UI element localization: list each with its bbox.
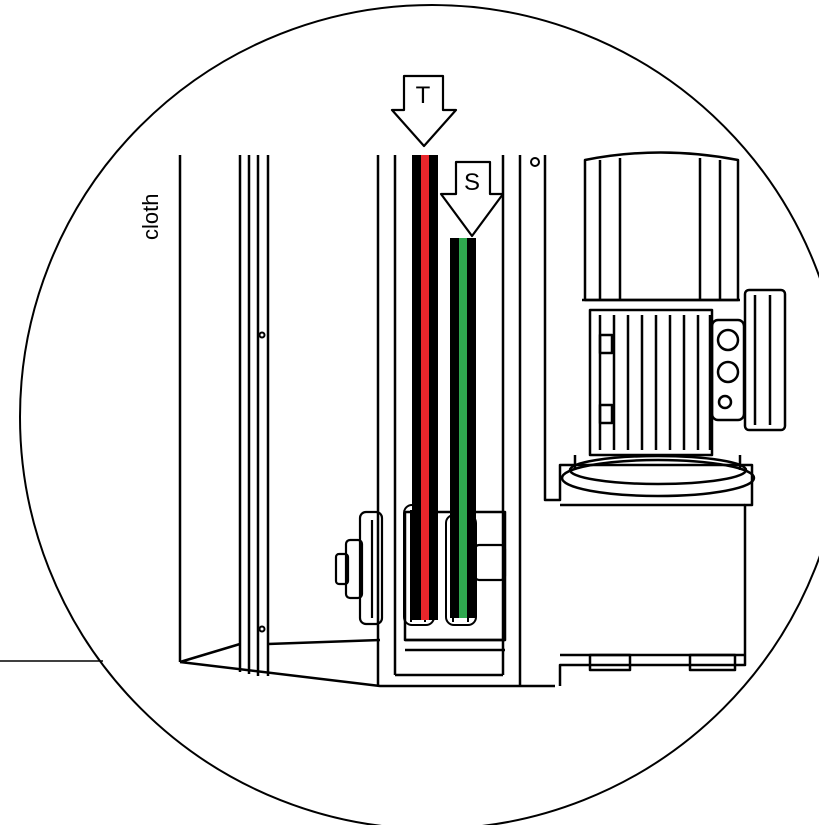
detail-content [178, 74, 787, 688]
frame-left [178, 155, 555, 688]
shaft-hub [334, 510, 507, 626]
gearbox [543, 155, 756, 686]
belt-t [412, 155, 438, 620]
detail-circle [19, 4, 819, 825]
arrow-s [439, 160, 505, 238]
motor [582, 151, 787, 457]
arrow-t-label: T [416, 82, 431, 109]
arrow-t [390, 74, 458, 148]
cloth-label: cloth [138, 194, 163, 240]
belt-s [450, 238, 476, 618]
arrow-s-label: S [464, 169, 480, 196]
